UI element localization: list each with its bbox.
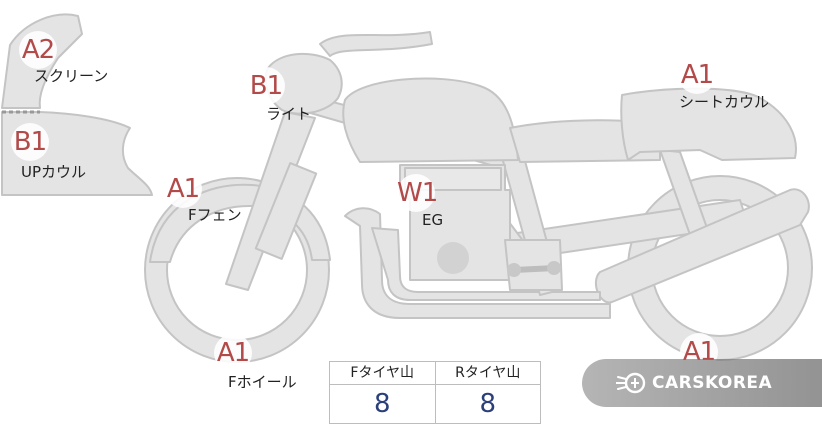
tire-tread-table: Fタイヤ山 Rタイヤ山 8 8 xyxy=(329,361,541,424)
seat-cowl-grade-badge: A1 xyxy=(678,56,716,94)
front-fender-label: Fフェン xyxy=(188,206,242,224)
tire-table-header-row: Fタイヤ山 Rタイヤ山 xyxy=(329,361,541,385)
carskorea-watermark: CARSKOREA xyxy=(582,359,822,407)
up-cowl-label: UPカウル xyxy=(21,163,87,181)
engine-label: EG xyxy=(422,211,444,229)
muffler-part xyxy=(594,188,810,304)
engine-grade-badge: W1 xyxy=(397,174,438,212)
carskorea-logo-icon xyxy=(616,372,646,394)
front-fender-grade-badge: A1 xyxy=(164,170,202,208)
watermark-text: CARSKOREA xyxy=(652,373,773,393)
fuel-tank-part xyxy=(342,77,519,163)
light-grade-badge: B1 xyxy=(247,67,285,105)
rear-tire-value: 8 xyxy=(434,384,541,424)
front-wheel-label: Fホイール xyxy=(228,373,297,391)
screen-label: スクリーン xyxy=(34,67,109,85)
rear-tire-header: Rタイヤ山 xyxy=(434,361,541,385)
front-wheel-grade-badge: A1 xyxy=(214,334,252,372)
front-tire-header: Fタイヤ山 xyxy=(329,361,436,385)
tire-table-value-row: 8 8 xyxy=(329,384,541,424)
front-tire-value: 8 xyxy=(329,384,436,424)
seat-cowl-label: シートカウル xyxy=(679,93,770,111)
front-fork-part xyxy=(225,111,316,291)
up-cowl-grade-badge: B1 xyxy=(11,123,49,161)
screen-grade-badge: A2 xyxy=(19,31,57,69)
light-label: ライト xyxy=(266,105,312,123)
